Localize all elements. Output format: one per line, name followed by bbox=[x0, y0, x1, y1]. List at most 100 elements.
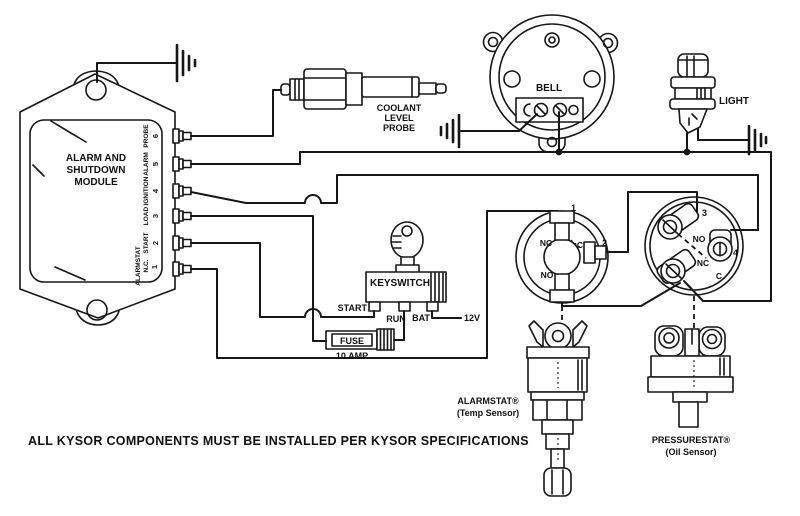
light bbox=[669, 53, 716, 134]
junction-dot-light bbox=[683, 148, 691, 156]
terminal-label: PROBE bbox=[143, 124, 150, 148]
light-flange-top bbox=[670, 76, 716, 89]
junction-dot-bell bbox=[555, 148, 563, 156]
coolant-level-probe bbox=[280, 68, 447, 110]
key-head bbox=[390, 221, 424, 259]
module-terminal-3: 3 LOAD bbox=[143, 206, 192, 225]
module-decor-marks bbox=[32, 120, 87, 281]
alarmstat-terminal-no-post bbox=[554, 273, 570, 291]
wire-bat-12v bbox=[431, 310, 462, 319]
light-lens-cap bbox=[677, 53, 709, 78]
alarmstat-nc-label: NC bbox=[540, 238, 552, 248]
alarm-shutdown-module: ALARM AND SHUTDOWN MODULE 6 PROBE 5 ALAR… bbox=[19, 70, 192, 326]
probe-label-line3: PROBE bbox=[383, 123, 415, 133]
terminal-number: 5 bbox=[151, 162, 160, 166]
ground-symbol-bell bbox=[439, 113, 461, 149]
fuse: FUSE bbox=[325, 328, 395, 351]
probe-step bbox=[345, 72, 363, 106]
keyswitch: KEYSWITCH bbox=[365, 221, 447, 312]
bell-top-screw bbox=[544, 32, 560, 48]
oil-sensor-hex-band bbox=[647, 376, 734, 393]
alarmstat-terminal-1-label: 1 bbox=[571, 203, 576, 213]
module-terminal-4: 4 IGNITION bbox=[143, 176, 192, 205]
bell-label: BELL bbox=[536, 83, 562, 94]
module-terminal-2: 2 START bbox=[143, 232, 192, 254]
oil-sensor-top-band bbox=[650, 355, 731, 378]
temp-sensor-left-prong bbox=[528, 320, 544, 348]
bell-terminal-block bbox=[515, 97, 584, 123]
light-label: LIGHT bbox=[719, 96, 749, 107]
wire-light-to-ground bbox=[697, 128, 749, 141]
pressurestat-no-label: NO bbox=[693, 234, 706, 244]
keyswitch-label: KEYSWITCH bbox=[370, 278, 430, 289]
temp-sensor-hex bbox=[532, 399, 583, 421]
temp-sensor-type: (Temp Sensor) bbox=[457, 408, 519, 418]
terminal-number: 1 bbox=[150, 265, 159, 269]
bell bbox=[482, 14, 619, 153]
bell-c-notch bbox=[523, 103, 531, 117]
light-flange-bottom bbox=[669, 98, 716, 110]
terminal-label: START bbox=[143, 232, 150, 253]
wire-alarmstat-no-to-pressurestat-nc bbox=[561, 282, 681, 307]
terminal-number: 3 bbox=[151, 214, 160, 218]
supply-12v-label: 12V bbox=[464, 313, 480, 323]
temp-sensor bbox=[526, 320, 590, 497]
wire-alarm-circuit bbox=[190, 151, 772, 302]
alarmstat-no-label: NO bbox=[541, 270, 554, 280]
terminal-number: 6 bbox=[151, 134, 160, 138]
temp-sensor-ring-terminal bbox=[544, 322, 572, 350]
wire-ignition-circuit bbox=[190, 174, 759, 231]
terminal-label: LOAD bbox=[143, 206, 150, 225]
temp-sensor-name: ALARMSTAT® bbox=[457, 396, 519, 406]
wire-load-to-fuse bbox=[190, 215, 327, 342]
pressurestat-nc-label: NC bbox=[697, 258, 709, 268]
probe-barrel bbox=[361, 76, 420, 98]
specification-note: ALL KYSOR COMPONENTS MUST BE INSTALLED P… bbox=[28, 434, 529, 448]
alarmstat-c-label: C bbox=[577, 240, 583, 250]
keyswitch-run-label: RUN bbox=[386, 314, 406, 324]
dashed-pressurestat-contact-travel bbox=[677, 233, 707, 259]
terminal-label-alarmstat: ALARMSTAT bbox=[135, 246, 142, 286]
terminal-number: 2 bbox=[151, 241, 160, 245]
temp-sensor-top-band bbox=[526, 346, 590, 359]
wire-module-ground bbox=[96, 62, 177, 83]
oil-sensor-neck bbox=[672, 391, 708, 403]
module-title-line3: MODULE bbox=[74, 177, 118, 188]
fuse-rating-label: 10 AMP bbox=[336, 351, 368, 361]
wire-bell-to-ground bbox=[460, 113, 538, 132]
module-body bbox=[19, 73, 176, 319]
terminal-label: IGNITION bbox=[143, 176, 150, 205]
fuse-label: FUSE bbox=[340, 336, 364, 346]
temp-sensor-right-prong bbox=[572, 320, 588, 348]
probe-label-line2: LEVEL bbox=[384, 113, 414, 123]
bell-left-hole bbox=[503, 70, 521, 88]
key-hole bbox=[401, 225, 413, 237]
pressurestat-terminal-3-label: 3 bbox=[702, 208, 707, 218]
terminal-label: ALARM bbox=[143, 152, 150, 175]
temp-sensor-shoulder bbox=[530, 391, 585, 401]
labels: COOLANT LEVEL PROBE BELL LIGHT START RUN… bbox=[28, 83, 749, 457]
wire-start-circuit bbox=[190, 242, 375, 318]
wire-alarmstat-c-to-pressurestat-no bbox=[603, 191, 698, 253]
oil-sensor-name: PRESSURESTAT® bbox=[652, 435, 731, 445]
pressurestat-inner-ring bbox=[649, 201, 739, 291]
terminal-label-nc: N.C. bbox=[143, 259, 150, 272]
probe-tip bbox=[435, 83, 447, 94]
probe-hex-body bbox=[303, 68, 347, 110]
wiring bbox=[96, 43, 772, 359]
module-title-line2: SHUTDOWN bbox=[67, 165, 126, 176]
module-face-plate bbox=[29, 119, 163, 283]
ground-symbol-light bbox=[747, 124, 768, 156]
keyswitch-bat-label: BAT bbox=[412, 313, 430, 323]
keyswitch-start-terminal bbox=[368, 301, 381, 312]
wire-probe bbox=[190, 89, 282, 137]
temp-sensor-tip bbox=[543, 467, 572, 497]
wire-run-to-fuse bbox=[393, 310, 405, 341]
wire-alarmstat-nc bbox=[190, 210, 559, 359]
terminal-number: 4 bbox=[151, 188, 160, 193]
temp-sensor-collar bbox=[545, 433, 570, 450]
temp-sensor-neck bbox=[541, 419, 574, 435]
pressurestat-terminals bbox=[656, 202, 733, 284]
bell-right-hole bbox=[583, 70, 601, 88]
module-bottom-bolt-hole bbox=[86, 299, 108, 321]
